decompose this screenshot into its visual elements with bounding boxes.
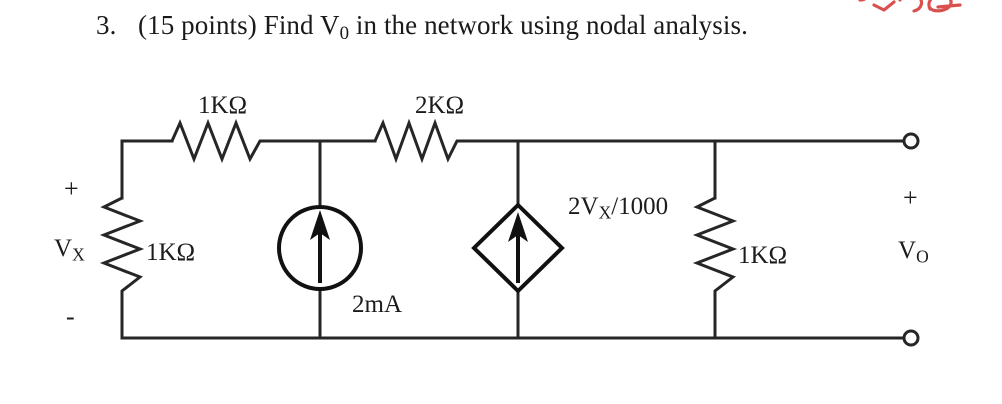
vx-minus-sign: - xyxy=(66,302,75,331)
vx-subscript: X xyxy=(72,244,85,265)
dependent-source-gain: 2V xyxy=(568,193,599,220)
resistor-top-right-label: 2KΩ xyxy=(415,92,465,119)
vo-name: V xyxy=(898,237,917,264)
resistor-top-right-symbol xyxy=(373,118,465,164)
dependent-current-source-label: 2VX/1000 xyxy=(568,194,668,226)
resistor-right-vertical-label: 1KΩ xyxy=(738,242,788,269)
vo-bottom-terminal xyxy=(902,329,920,347)
dependent-current-source-symbol xyxy=(471,202,565,294)
vo-top-terminal xyxy=(902,132,920,150)
question-variable-subscript: 0 xyxy=(339,22,350,44)
question-number: 3. xyxy=(96,10,117,40)
independent-current-source-label: 2mA xyxy=(352,291,402,318)
dependent-source-subscript: X xyxy=(598,202,612,223)
vx-plus-sign: + xyxy=(64,174,79,203)
dependent-source-divisor: /1000 xyxy=(611,193,669,220)
resistor-left-vertical-label: 1KΩ xyxy=(146,239,196,266)
resistor-left-vertical-symbol xyxy=(99,196,145,300)
resistor-right-vertical-symbol xyxy=(692,196,738,300)
question-body-after: in the network using nodal analysis. xyxy=(349,10,748,40)
independent-current-source-symbol xyxy=(277,205,363,291)
vx-name: V xyxy=(54,235,73,262)
question-body-before: Find V xyxy=(263,10,340,40)
vx-label: VX xyxy=(54,236,85,268)
vo-plus-sign: + xyxy=(903,183,918,212)
question-text: 3. (15 points) Find V0 in the network usi… xyxy=(96,8,876,51)
resistor-top-left-symbol xyxy=(170,118,268,164)
question-points: (15 points) xyxy=(138,10,257,40)
vo-label: VO xyxy=(898,238,929,270)
vo-subscript: O xyxy=(916,246,929,267)
resistor-top-left-label: 1KΩ xyxy=(198,92,248,119)
